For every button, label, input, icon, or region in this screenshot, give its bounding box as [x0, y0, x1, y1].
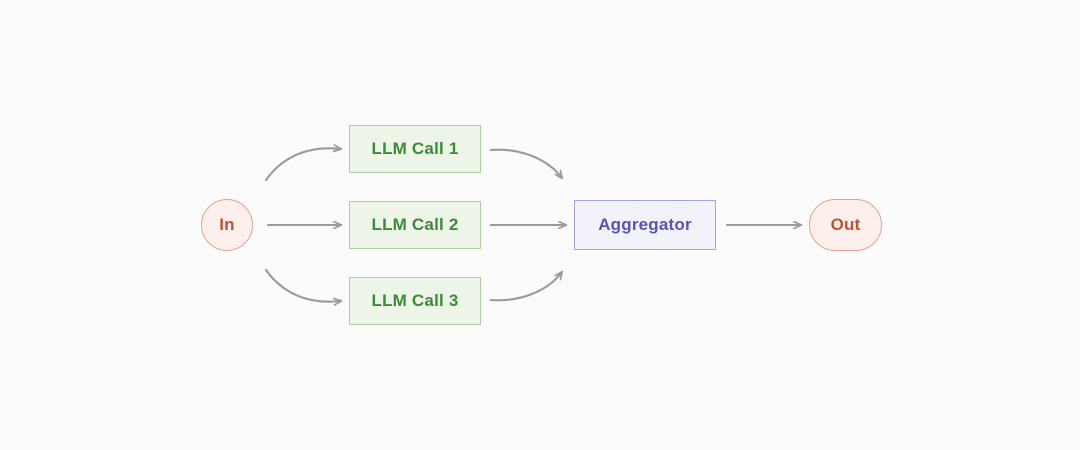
edge-llm3-to-aggregator — [489, 272, 562, 302]
node-llm-call-3[interactable]: LLM Call 3 — [349, 277, 481, 325]
node-llm-call-3-label: LLM Call 3 — [371, 291, 459, 310]
node-llm-call-2-label: LLM Call 2 — [371, 215, 459, 234]
node-aggregator[interactable]: Aggregator — [574, 200, 716, 250]
node-input-label: In — [219, 215, 235, 234]
node-output[interactable]: Out — [809, 199, 882, 251]
edge-in-to-llm3 — [264, 268, 341, 302]
node-output-label: Out — [830, 215, 861, 234]
edge-llm1-to-aggregator — [489, 148, 562, 178]
node-input[interactable]: In — [201, 199, 253, 251]
node-llm-call-1-label: LLM Call 1 — [371, 139, 459, 158]
node-llm-call-1[interactable]: LLM Call 1 — [349, 125, 481, 173]
edge-in-to-llm1 — [264, 148, 341, 182]
node-aggregator-label: Aggregator — [598, 215, 692, 234]
node-llm-call-2[interactable]: LLM Call 2 — [349, 201, 481, 249]
